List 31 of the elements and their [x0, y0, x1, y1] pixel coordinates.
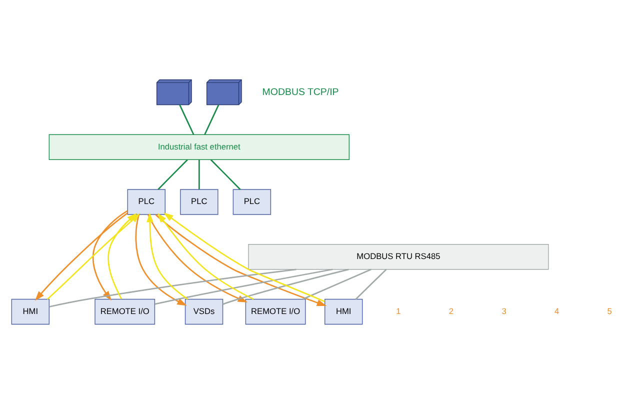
node-box: HMI: [324, 298, 363, 325]
connector: [210, 159, 241, 190]
node-box: MODBUS RTU RS485: [248, 244, 549, 270]
node-box: PLC: [180, 189, 218, 215]
node-box: Industrial fast ethernet: [48, 134, 350, 160]
connector: [198, 160, 200, 190]
connector: [158, 159, 188, 190]
connector: [49, 268, 296, 308]
node-box: REMOTE I/O: [94, 298, 156, 325]
arrow: [147, 214, 248, 302]
arrow: [108, 213, 137, 300]
connector: [302, 268, 372, 300]
node-box: PLC: [232, 189, 272, 215]
label: 2: [448, 306, 454, 316]
connector: [355, 268, 387, 300]
label: MODBUS TCP/IP: [262, 86, 339, 98]
node-box: PLC: [127, 189, 166, 215]
connector: [154, 268, 333, 305]
connector: [222, 268, 349, 305]
node-box: HMI: [11, 298, 50, 325]
node-box: REMOTE I/O: [245, 298, 306, 325]
label: 3: [502, 306, 506, 316]
connector: [179, 104, 194, 135]
label: 5: [607, 306, 612, 316]
arrow: [157, 212, 254, 300]
label: 4: [554, 306, 560, 316]
node-box: VSDs: [184, 298, 224, 325]
connector: [204, 104, 220, 135]
arrow: [146, 212, 188, 300]
label: 1: [396, 306, 401, 316]
arrow: [135, 214, 187, 306]
